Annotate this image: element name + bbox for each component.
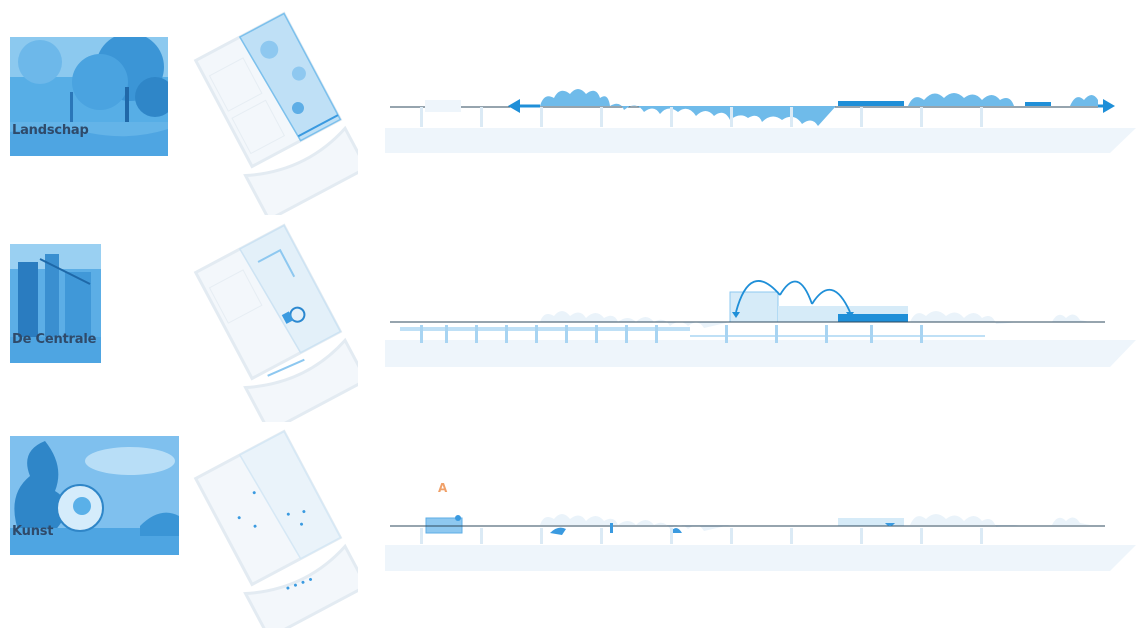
marker-a: A	[438, 481, 448, 495]
arrow-right-icon	[1098, 99, 1115, 113]
landscape-photo-image	[10, 37, 168, 156]
site-map-centrale	[188, 222, 358, 426]
photo-kunst: Kunst	[10, 436, 179, 555]
site-map-landschap	[188, 10, 358, 219]
site-map-kunst	[188, 428, 358, 632]
photo-label-centrale: De Centrale	[12, 332, 96, 347]
section-kunst: A	[380, 475, 1136, 579]
photo-landschap: Landschap	[10, 37, 168, 156]
arrow-left-icon	[508, 99, 540, 113]
site-map-image	[188, 222, 358, 422]
section-landschap	[380, 70, 1136, 164]
section-diagram-kunst: A	[380, 475, 1136, 575]
photo-label-landschap: Landschap	[12, 123, 89, 138]
section-diagram-centrale	[380, 270, 1136, 370]
photo-centrale: De Centrale	[10, 244, 101, 363]
photo-label-kunst: Kunst	[12, 524, 53, 539]
section-centrale	[380, 270, 1136, 374]
site-map-image	[188, 428, 358, 628]
site-map-image	[188, 10, 358, 215]
section-diagram-landschap	[380, 70, 1136, 160]
